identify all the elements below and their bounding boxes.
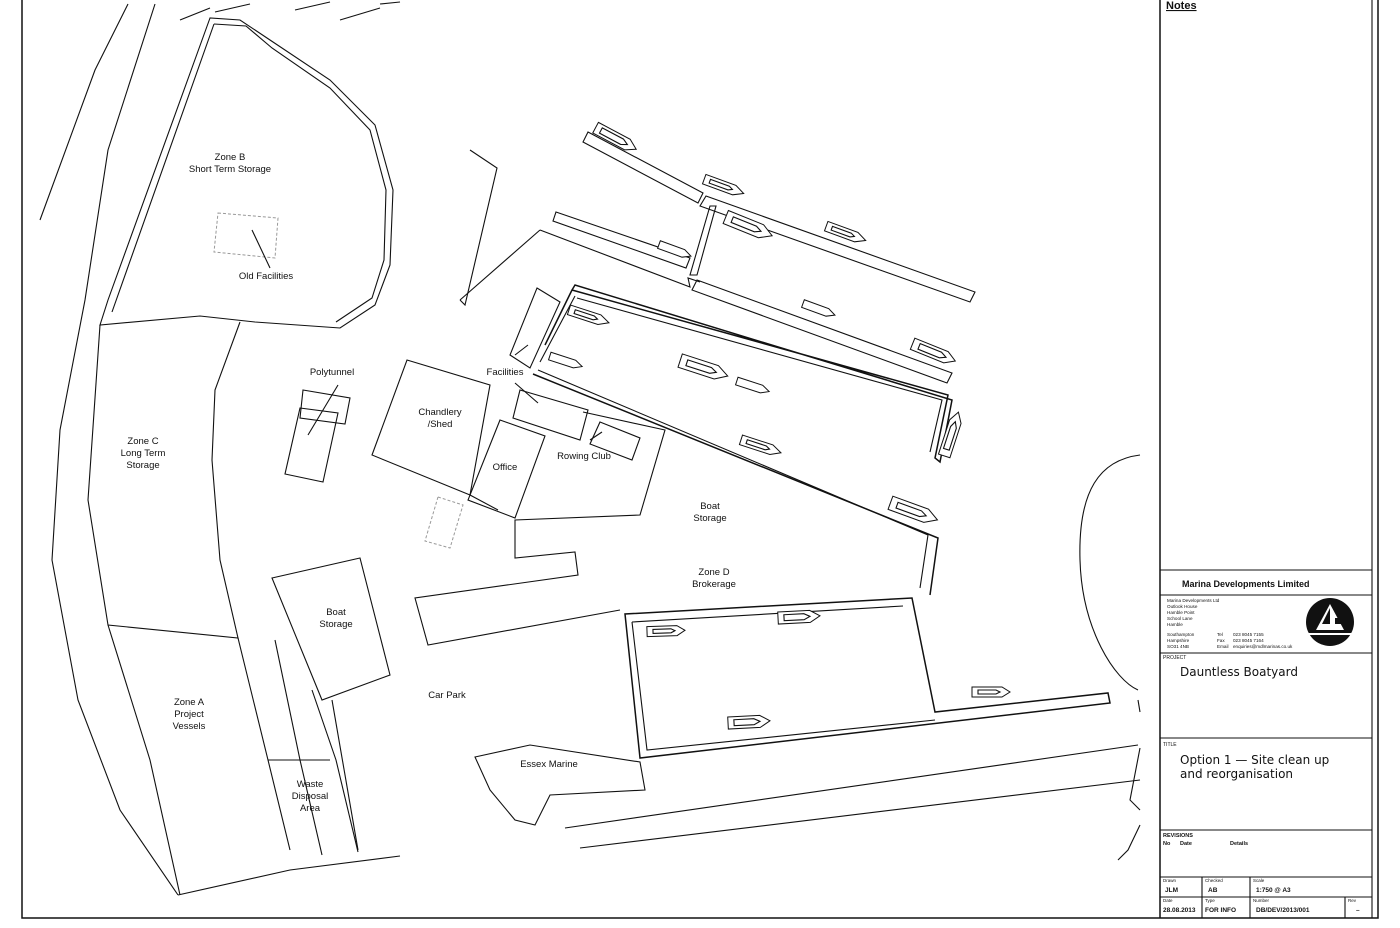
notes-heading: Notes <box>1166 0 1197 12</box>
waste-sublabel-2: Area <box>300 803 321 814</box>
boat-storage-mid-label: Boat <box>700 501 720 512</box>
zone-a-sublabel-2: Vessels <box>173 721 206 732</box>
pontoon-top-1 <box>582 131 704 204</box>
company-name: Marina Developments Limited <box>1182 579 1310 589</box>
address-line: SO31 4NB <box>1167 644 1189 649</box>
revisions-no-header: No <box>1163 841 1171 847</box>
essex-marine-label: Essex Marine <box>520 759 578 770</box>
title-block: Notes Marina Developments Limited Marina… <box>1160 0 1373 918</box>
rev-value: – <box>1356 907 1360 914</box>
checked-value: AB <box>1208 887 1218 894</box>
site-outlines <box>39 1 498 896</box>
date-label: Date <box>1163 898 1173 903</box>
boat-storage-mid-sublabel: Storage <box>693 513 726 524</box>
zone-a-sublabel-1: Project <box>174 709 204 720</box>
company-address: Marina Developments Ltd Outlook House Ha… <box>1167 598 1293 649</box>
boats <box>547 121 1011 730</box>
facilities-building-2 <box>512 389 589 441</box>
old-facilities-label: Old Facilities <box>239 271 294 282</box>
address-line: School Lane <box>1167 616 1193 621</box>
type-label: Type <box>1205 898 1215 903</box>
number-value: DB/DEV/2013/001 <box>1256 907 1310 914</box>
facilities-building-1 <box>509 287 561 369</box>
pontoon-top-4 <box>691 279 953 384</box>
old-facilities-outline <box>213 212 279 259</box>
rev-label: Rev <box>1348 898 1357 903</box>
polytunnel-building <box>284 384 351 483</box>
scale-value: 1:750 @ A3 <box>1256 887 1291 894</box>
drawn-label: Drawn <box>1163 878 1177 883</box>
contact-value: enquiries@mdlmarinas.co.uk <box>1233 644 1293 649</box>
zone-b-sublabel: Short Term Storage <box>189 164 271 175</box>
rowing-club-label: Rowing Club <box>557 451 611 462</box>
zone-c-sublabel-1: Long Term <box>121 448 166 459</box>
chandlery-sublabel: /Shed <box>428 419 453 430</box>
checked-label: Checked <box>1205 878 1223 883</box>
zone-a-label: Zone A <box>174 697 205 708</box>
address-line: Outlook House <box>1167 604 1198 609</box>
office-label: Office <box>493 462 518 473</box>
company-logo-icon <box>1306 598 1354 646</box>
dashed-plot <box>424 496 464 549</box>
revisions-date-header: Date <box>1180 841 1192 847</box>
drawing-border <box>21 0 1379 919</box>
project-name: Dauntless Boatyard <box>1180 665 1298 679</box>
revisions-label: REVISIONS <box>1163 833 1193 839</box>
pontoon-top-3 <box>552 211 691 269</box>
boat-storage-building <box>271 557 391 701</box>
address-line: Southampton <box>1167 632 1195 637</box>
basin-lower <box>624 597 1111 759</box>
revisions-details-header: Details <box>1230 841 1248 847</box>
address-line: Hamble <box>1167 622 1183 627</box>
zone-d-sublabel: Brokerage <box>692 579 736 590</box>
pontoon-top-2 <box>699 195 976 303</box>
car-park-label: Car Park <box>428 690 466 701</box>
zone-c-label: Zone C <box>127 436 158 447</box>
title-label: TITLE <box>1163 742 1177 748</box>
yard-edge <box>539 229 701 288</box>
drawn-value: JLM <box>1165 887 1178 894</box>
address-line: Hampshire <box>1167 638 1190 643</box>
contact-value: 023 8045 7164 <box>1233 638 1264 643</box>
date-value: 28.08.2013 <box>1163 907 1196 914</box>
pontoon-link <box>689 205 717 276</box>
drawing-title-line-2: and reorganisation <box>1180 767 1293 781</box>
facilities-label: Facilities <box>487 367 524 378</box>
essex-marine-land <box>474 744 646 826</box>
old-facilities-leader <box>251 229 271 269</box>
contact-value: 023 8045 7155 <box>1233 632 1264 637</box>
office-building <box>467 419 546 519</box>
drawing-title-line-1: Option 1 — Site clean up <box>1180 753 1329 767</box>
waste-label: Waste <box>297 779 324 790</box>
zone-d-label: Zone D <box>698 567 729 578</box>
polytunnel-label: Polytunnel <box>310 367 354 378</box>
type-value: FOR INFO <box>1205 907 1236 914</box>
address-line: Marina Developments Ltd <box>1167 598 1220 603</box>
boat-storage-left-sublabel: Storage <box>319 619 352 630</box>
chandlery-label: Chandlery <box>418 407 462 418</box>
number-label: Number <box>1253 898 1270 903</box>
contact-key: Fax <box>1217 638 1225 643</box>
basin-upper <box>544 284 953 464</box>
boat-storage-left-label: Boat <box>326 607 346 618</box>
zone-c-sublabel-2: Storage <box>126 460 159 471</box>
scale-label: Scale <box>1253 878 1265 883</box>
rowing-club-building <box>589 421 641 461</box>
zone-labels: Zone B Short Term Storage Old Facilities… <box>121 152 736 814</box>
contact-key: Tel <box>1217 632 1223 637</box>
zone-b-label: Zone B <box>215 152 246 163</box>
project-label: PROJECT <box>1163 655 1186 661</box>
address-line: Hamble Point <box>1167 610 1195 615</box>
contact-key: Email <box>1217 644 1229 649</box>
waste-sublabel-1: Disposal <box>292 791 328 802</box>
